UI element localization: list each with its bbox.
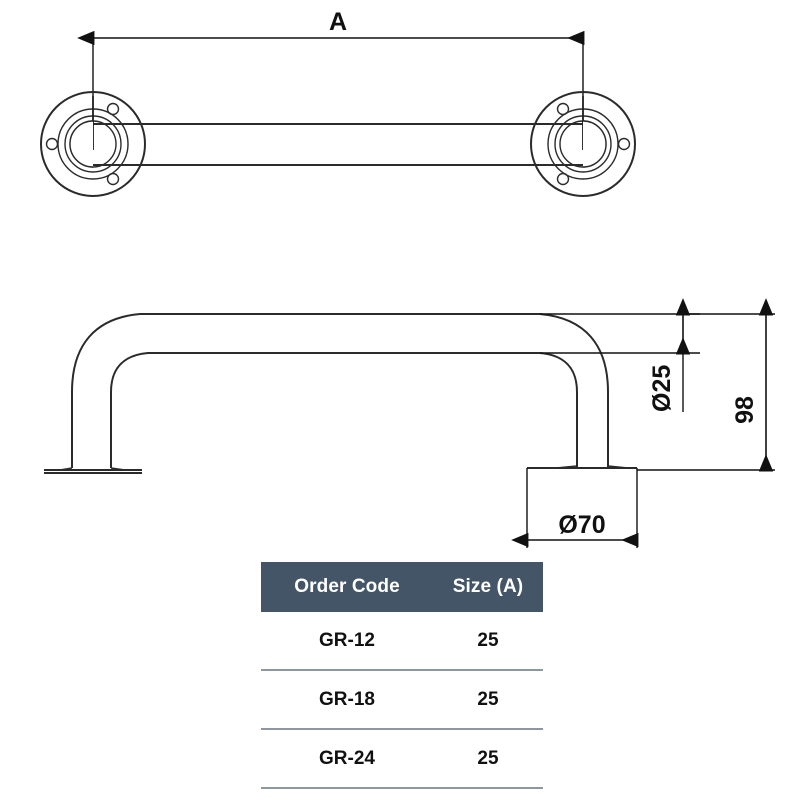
elevation-right-base-plate [527, 465, 637, 469]
dimension-flange-diameter: Ø70 [511, 468, 639, 548]
screw-hole [556, 102, 570, 116]
table-row: GR-18 25 [261, 670, 543, 730]
elevation-outer-profile-right [539, 313, 609, 468]
cell-size-a: 25 [433, 729, 543, 789]
screw-hole [45, 137, 59, 151]
dimension-a: A [77, 8, 585, 150]
table-row: GR-12 25 [261, 612, 543, 671]
table-row: GR-24 25 [261, 729, 543, 789]
top-view-bore-arcs [69, 120, 607, 168]
cell-order-code: GR-12 [261, 612, 433, 671]
table-header-order-code: Order Code [261, 562, 433, 612]
dimension-a-label: A [329, 8, 347, 36]
screw-hole [106, 172, 120, 186]
table-header-size: Size (A) [433, 562, 543, 612]
dimension-overall-height: 98 [637, 298, 775, 472]
cell-order-code: GR-18 [261, 670, 433, 730]
table-header-row: Order Code Size (A) [261, 562, 543, 612]
screw-hole [617, 137, 631, 151]
elevation-outer-profile-left [71, 313, 540, 468]
top-view: A [40, 8, 636, 197]
dimension-overall-height-label: 98 [731, 396, 759, 424]
cell-size-a: 25 [433, 612, 543, 671]
order-code-size-table: Order Code Size (A) GR-12 25 GR-18 25 GR… [261, 562, 543, 789]
top-view-tube [93, 123, 583, 166]
dimension-tube-diameter: Ø25 [540, 298, 700, 412]
cell-size-a: 25 [433, 670, 543, 730]
cell-order-code: GR-24 [261, 729, 433, 789]
top-view-bore-mask [70, 121, 606, 167]
elevation-inner-profile-right [539, 352, 578, 468]
dimension-tube-diameter-label: Ø25 [648, 365, 676, 412]
screw-hole [556, 172, 570, 186]
side-elevation-view: Ø70 Ø25 98 [44, 298, 775, 548]
dimension-flange-diameter-label: Ø70 [558, 511, 605, 539]
elevation-inner-profile-left [110, 352, 540, 468]
elevation-left-base-plate [44, 467, 142, 474]
screw-hole [106, 102, 120, 116]
